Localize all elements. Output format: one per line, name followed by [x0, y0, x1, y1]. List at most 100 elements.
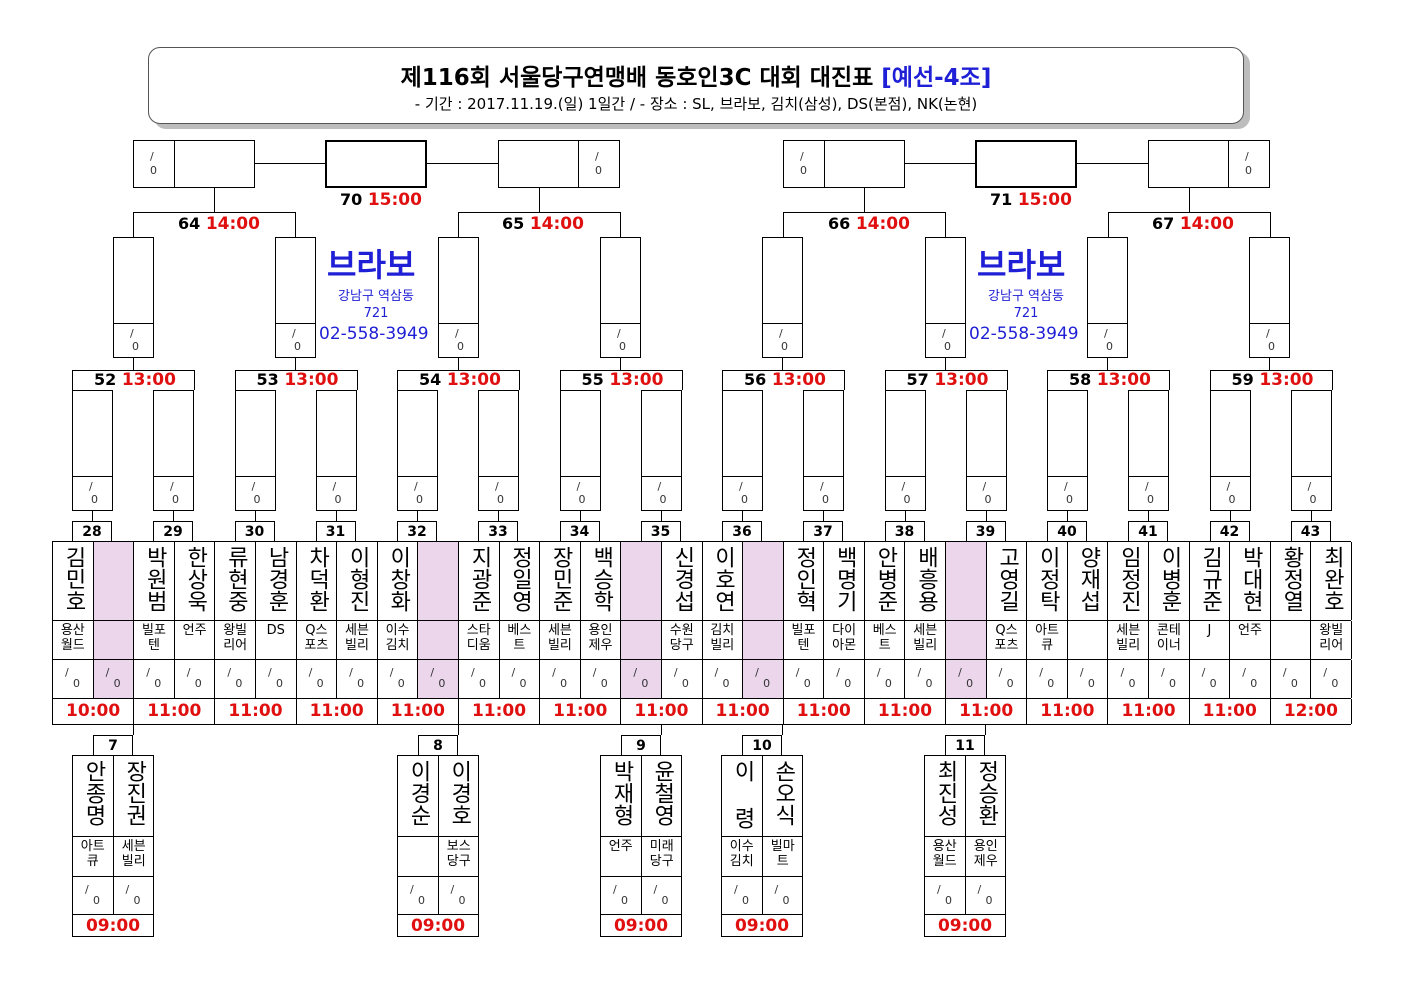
- score-cell[interactable]: /0: [722, 876, 763, 914]
- player-name-cell[interactable]: [743, 542, 784, 620]
- score-cell[interactable]: /0: [703, 660, 744, 698]
- player-name-cell[interactable]: 이 령: [722, 756, 763, 836]
- score-cell[interactable]: /0: [134, 660, 175, 698]
- score-cell[interactable]: /0: [621, 660, 662, 698]
- player-name-cell[interactable]: [621, 542, 662, 620]
- round-slot[interactable]: /0: [478, 390, 519, 511]
- player-name-cell[interactable]: 박재형: [601, 756, 642, 836]
- round-slot[interactable]: /0: [1087, 237, 1128, 358]
- player-name-cell[interactable]: 백승학: [581, 542, 622, 620]
- player-name-cell[interactable]: 고영길: [987, 542, 1028, 620]
- round-slot[interactable]: /0: [925, 237, 966, 358]
- score-cell[interactable]: /0: [1230, 660, 1271, 698]
- round-slot[interactable]: /0: [275, 237, 316, 358]
- round-slot[interactable]: /0: [640, 390, 682, 511]
- final-slot[interactable]: [975, 140, 1077, 188]
- score-cell[interactable]: /0: [378, 660, 419, 698]
- score-cell[interactable]: /0: [1311, 660, 1352, 698]
- player-name-cell[interactable]: 남경훈: [256, 542, 297, 620]
- score-cell[interactable]: /0: [865, 660, 906, 698]
- round-slot[interactable]: /0: [762, 237, 803, 358]
- round-slot[interactable]: /0: [722, 390, 763, 511]
- round-slot[interactable]: /0: [315, 390, 357, 511]
- score-cell[interactable]: /0: [784, 660, 825, 698]
- top-slot[interactable]: /0: [1148, 140, 1270, 188]
- player-name-cell[interactable]: 임정진: [1108, 542, 1150, 620]
- player-name-cell[interactable]: 장민준: [540, 542, 581, 620]
- player-name-cell[interactable]: 이병훈: [1149, 542, 1190, 620]
- round-slot[interactable]: /0: [397, 390, 438, 511]
- score-cell[interactable]: /0: [438, 876, 479, 914]
- player-name-cell[interactable]: 최진성: [925, 756, 966, 836]
- round-slot[interactable]: /0: [234, 390, 276, 511]
- round-slot[interactable]: /0: [1249, 237, 1290, 358]
- score-cell[interactable]: /0: [459, 660, 500, 698]
- score-cell[interactable]: /0: [965, 876, 1006, 914]
- player-name-cell[interactable]: 신경섭: [662, 542, 703, 620]
- player-name-cell[interactable]: 양재섭: [1068, 542, 1109, 620]
- player-name-cell[interactable]: 박원범: [134, 542, 175, 620]
- player-name-cell[interactable]: 한상욱: [175, 542, 216, 620]
- score-cell[interactable]: /0: [398, 876, 439, 914]
- player-name-cell[interactable]: 정일영: [500, 542, 541, 620]
- player-name-cell[interactable]: 김규준: [1190, 542, 1231, 620]
- round-slot[interactable]: /0: [72, 390, 113, 511]
- score-cell[interactable]: /0: [73, 876, 114, 914]
- top-slot[interactable]: /0: [498, 140, 620, 188]
- player-name-cell[interactable]: 장진권: [114, 756, 155, 836]
- player-name-cell[interactable]: 윤철영: [642, 756, 683, 836]
- score-cell[interactable]: /0: [1271, 660, 1312, 698]
- score-cell[interactable]: /0: [297, 660, 338, 698]
- round-slot[interactable]: /0: [1290, 390, 1332, 511]
- score-cell[interactable]: /0: [1149, 660, 1190, 698]
- player-name-cell[interactable]: 정승환: [966, 756, 1007, 836]
- player-name-cell[interactable]: 황정열: [1271, 542, 1312, 620]
- player-name-cell[interactable]: 최완호: [1311, 542, 1352, 620]
- score-cell[interactable]: /0: [53, 660, 94, 698]
- player-name-cell[interactable]: 이정탁: [1027, 542, 1068, 620]
- round-slot[interactable]: /0: [884, 390, 926, 511]
- player-name-cell[interactable]: 백명기: [824, 542, 865, 620]
- player-name-cell[interactable]: [418, 542, 459, 620]
- player-name-cell[interactable]: 안병준: [865, 542, 906, 620]
- player-name-cell[interactable]: 이창화: [378, 542, 419, 620]
- score-cell[interactable]: /0: [601, 876, 642, 914]
- score-cell[interactable]: /0: [824, 660, 865, 698]
- score-cell[interactable]: /0: [256, 660, 297, 698]
- player-name-cell[interactable]: [93, 542, 135, 620]
- score-cell[interactable]: /0: [662, 660, 703, 698]
- player-name-cell[interactable]: 안종명: [73, 756, 114, 836]
- player-name-cell[interactable]: 박대현: [1230, 542, 1271, 620]
- round-slot[interactable]: /0: [600, 237, 641, 358]
- round-slot[interactable]: /0: [153, 390, 194, 511]
- score-cell[interactable]: /0: [1068, 660, 1109, 698]
- score-cell[interactable]: /0: [987, 660, 1028, 698]
- round-slot[interactable]: /0: [1209, 390, 1251, 511]
- player-name-cell[interactable]: 류현중: [215, 542, 256, 620]
- score-cell[interactable]: /0: [337, 660, 378, 698]
- round-slot[interactable]: /0: [1128, 390, 1169, 511]
- score-cell[interactable]: /0: [641, 876, 682, 914]
- score-cell[interactable]: /0: [1108, 660, 1150, 698]
- round-slot[interactable]: /0: [559, 390, 601, 511]
- round-slot[interactable]: /0: [438, 237, 479, 358]
- round-slot[interactable]: /0: [965, 390, 1007, 511]
- player-name-cell[interactable]: 배흥용: [905, 542, 947, 620]
- player-name-cell[interactable]: 이경호: [439, 756, 480, 836]
- score-cell[interactable]: /0: [113, 876, 154, 914]
- player-name-cell[interactable]: [946, 542, 987, 620]
- top-slot[interactable]: /0: [783, 140, 905, 188]
- player-name-cell[interactable]: 이호연: [703, 542, 744, 620]
- player-name-cell[interactable]: 김민호: [53, 542, 94, 620]
- score-cell[interactable]: /0: [1190, 660, 1231, 698]
- player-name-cell[interactable]: 차덕환: [297, 542, 338, 620]
- score-cell[interactable]: /0: [581, 660, 622, 698]
- score-cell[interactable]: /0: [743, 660, 784, 698]
- player-name-cell[interactable]: 이형진: [337, 542, 378, 620]
- score-cell[interactable]: /0: [946, 660, 987, 698]
- round-slot[interactable]: /0: [1047, 390, 1088, 511]
- score-cell[interactable]: /0: [93, 660, 135, 698]
- score-cell[interactable]: /0: [1027, 660, 1068, 698]
- round-slot[interactable]: /0: [113, 237, 154, 358]
- player-name-cell[interactable]: 지광준: [459, 542, 500, 620]
